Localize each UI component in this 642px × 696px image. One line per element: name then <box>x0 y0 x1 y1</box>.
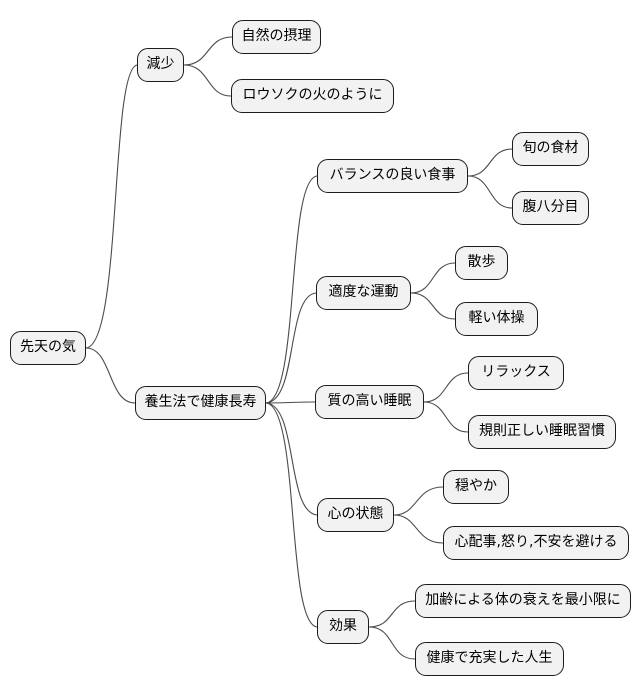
connector-health-to-quality-sleep <box>265 401 316 404</box>
mindmap-node-candle-flame: ロウソクの火のように <box>231 79 394 113</box>
mindmap-node-avoid-worry-anger-anxiety: 心配事,怒り,不安を避ける <box>443 526 629 560</box>
mindmap-node-regular-sleep-habits: 規則正しい睡眠習慣 <box>468 415 616 449</box>
connector-mind-to-calm <box>393 486 444 516</box>
connector-effects-to-fulfilling-life <box>368 626 416 660</box>
mindmap-node-natural-providence: 自然の摂理 <box>232 20 321 54</box>
connector-sleep-to-regular-habits <box>423 401 469 433</box>
connector-health-to-effects <box>265 402 318 628</box>
connector-sleep-to-relax <box>423 372 469 403</box>
mindmap-node-light-exercise: 軽い体操 <box>455 302 538 336</box>
mindmap-node-eat-moderately: 腹八分目 <box>512 191 589 225</box>
mindmap-node-decline: 減少 <box>137 48 184 82</box>
connector-health-to-moderate-exercise <box>265 292 317 404</box>
mindmap-node-effects: 効果 <box>317 610 369 644</box>
connector-health-to-state-of-mind <box>265 402 318 516</box>
mindmap-node-state-of-mind: 心の状態 <box>317 498 394 532</box>
connector-root-to-decline <box>85 64 138 349</box>
connector-diet-to-seasonal-food <box>467 148 513 177</box>
mindmap-node-balanced-diet: バランスの良い食事 <box>317 159 468 193</box>
connector-mind-to-avoid-worry <box>393 514 444 544</box>
mindmap-node-seasonal-food: 旬の食材 <box>512 132 589 166</box>
connector-root-to-health-longevity <box>85 347 136 404</box>
mindmap-node-relax: リラックス <box>468 356 564 390</box>
mindmap-node-minimize-aging-decline: 加齢による体の衰えを最小限に <box>415 584 631 618</box>
connector-decline-to-natural-providence <box>183 36 233 66</box>
connector-decline-to-candle-flame <box>183 64 232 97</box>
mindmap-node-calm: 穏やか <box>443 470 509 504</box>
connector-diet-to-eat-moderately <box>467 175 513 209</box>
mindmap-node-quality-sleep: 質の高い睡眠 <box>315 385 424 419</box>
mindmap-node-root: 先天の気 <box>10 331 86 365</box>
connector-health-to-balanced-diet <box>265 175 318 404</box>
mindmap-node-health-longevity: 養生法で健康長寿 <box>135 386 266 420</box>
mindmap-node-walking: 散歩 <box>455 246 508 280</box>
connector-effects-to-minimize-aging <box>368 600 416 628</box>
mindmap-node-moderate-exercise: 適度な運動 <box>316 276 411 310</box>
connector-exercise-to-light-exercise <box>410 292 456 320</box>
connector-exercise-to-walking <box>410 262 456 294</box>
mindmap-node-healthy-fulfilling-life: 健康で充実した人生 <box>415 642 564 676</box>
